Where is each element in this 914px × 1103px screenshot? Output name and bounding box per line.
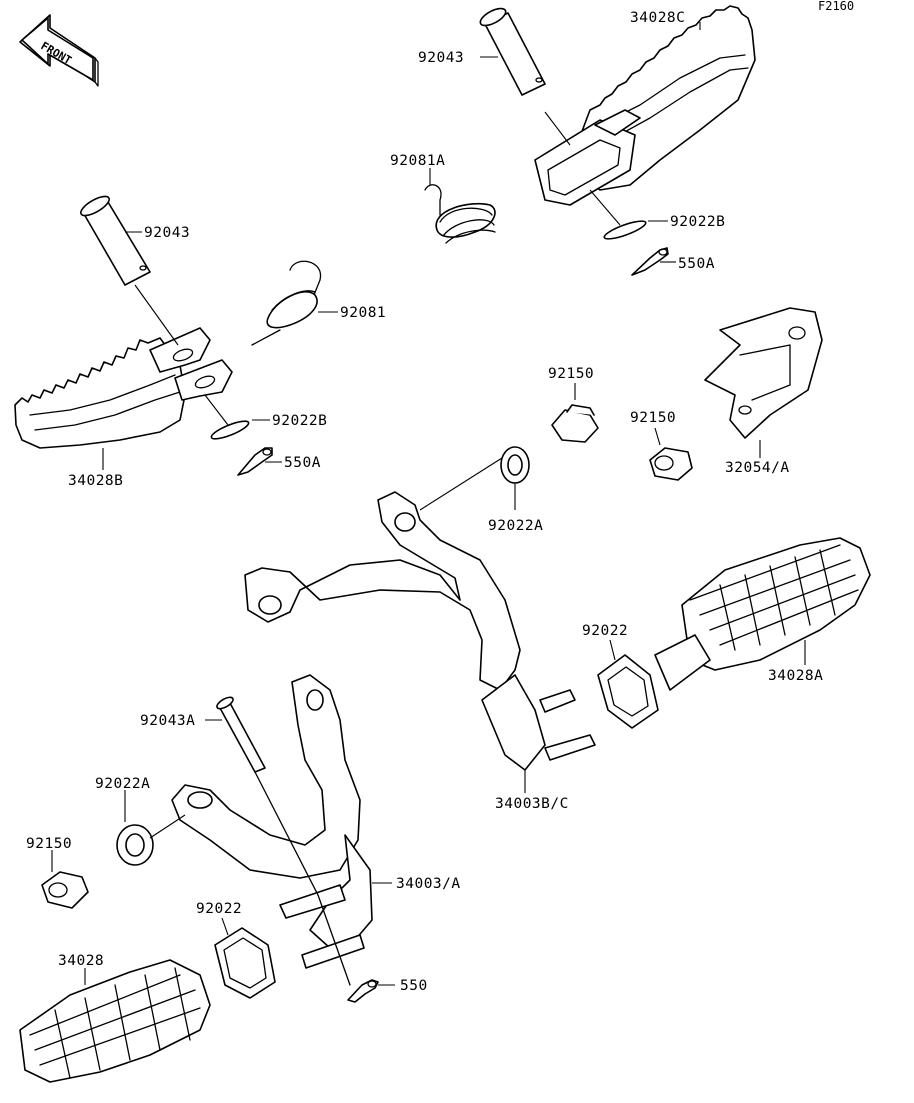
- gasket-92022-right: [597, 639, 659, 729]
- footpeg-34028B: [14, 195, 338, 476]
- footpeg-34028: [19, 959, 211, 1083]
- label-92022-right: 92022: [582, 623, 628, 639]
- footpeg-34028A: [654, 537, 871, 691]
- spring-92081: [251, 260, 322, 346]
- washer-92022A-mid: [419, 446, 530, 511]
- label-92043-left: 92043: [144, 225, 190, 241]
- label-92150-left: 92150: [26, 836, 72, 852]
- pin-92043-top: [479, 7, 546, 96]
- label-32054A: 32054/A: [725, 460, 790, 476]
- label-92043A: 92043A: [140, 713, 195, 729]
- label-34003A: 34003/A: [396, 876, 461, 892]
- label-34003BC: 34003B/C: [495, 796, 569, 812]
- spring-92081A: [424, 168, 496, 244]
- cotter-550: [317, 894, 395, 1003]
- label-92022B-left: 92022B: [272, 413, 327, 429]
- label-92081: 92081: [340, 305, 386, 321]
- gasket-92022-left: [214, 917, 276, 999]
- label-92043-top: 92043: [418, 50, 464, 66]
- label-34028C: 34028C: [630, 10, 685, 26]
- front-arrow-icon: FRONT: [19, 14, 99, 87]
- label-92081A: 92081A: [390, 153, 445, 169]
- label-92022-left: 92022: [196, 901, 242, 917]
- label-92022B-top: 92022B: [670, 214, 725, 230]
- label-34028B: 34028B: [68, 473, 123, 489]
- label-92150-b: 92150: [630, 410, 676, 426]
- figure-code: F2160: [818, 0, 854, 13]
- pin-92043-left: [80, 195, 151, 286]
- washer-92022A-left: [116, 790, 186, 866]
- pin-92043A: [205, 696, 319, 896]
- plug-92150-left: [41, 850, 89, 909]
- label-92022A-mid: 92022A: [488, 518, 543, 534]
- label-550: 550: [400, 978, 428, 994]
- bracket-32054A: [704, 307, 823, 458]
- plug-92150-b: [649, 427, 693, 481]
- label-34028A: 34028A: [768, 668, 823, 684]
- bracket-34003A: [171, 674, 392, 969]
- footpeg-34028C: [479, 5, 756, 276]
- label-34028: 34028: [58, 953, 104, 969]
- bracket-34003BC: [244, 491, 596, 793]
- label-550A-left: 550A: [284, 455, 321, 471]
- plug-92150-a: [551, 383, 599, 443]
- label-550A-top: 550A: [678, 256, 715, 272]
- label-92150-a: 92150: [548, 366, 594, 382]
- label-92022A-left: 92022A: [95, 776, 150, 792]
